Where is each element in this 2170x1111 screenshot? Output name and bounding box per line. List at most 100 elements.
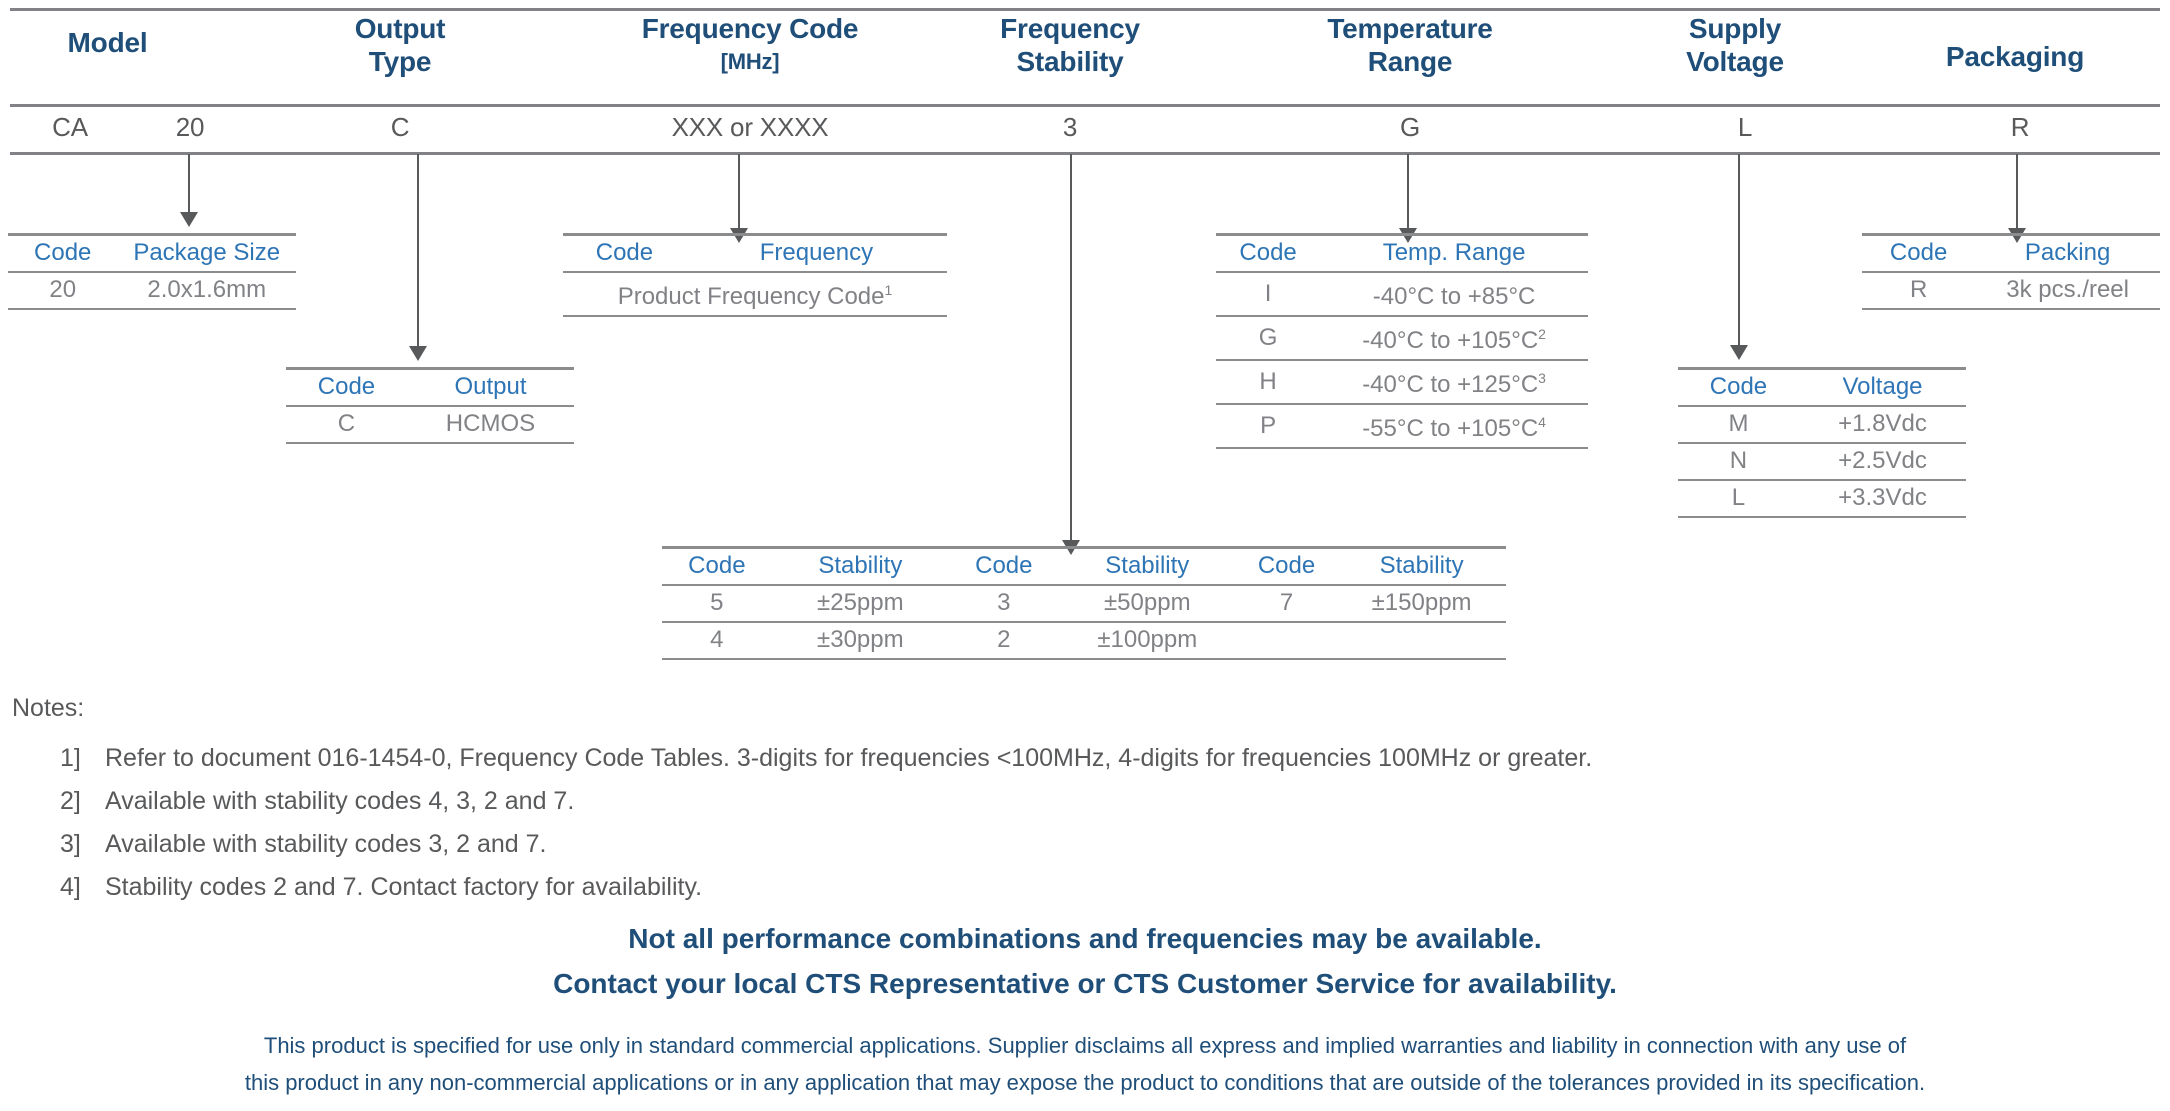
- stability-value-4: ±30ppm: [771, 622, 949, 660]
- table-header-row: Code Packing: [1862, 233, 2160, 273]
- column-heading-frequency-stability-line1: Frequency: [1000, 13, 1140, 44]
- temp-code-h: H: [1216, 360, 1321, 405]
- code-value-supply-voltage: L: [1737, 112, 1753, 142]
- header-bottom-rule: [10, 104, 2160, 107]
- table-temp-range: Code Temp. Range I -40°C to +85°C G -40°…: [1216, 233, 1588, 449]
- leader-line-packaging: [2016, 154, 2018, 234]
- column-heading-supply-voltage-line2: Voltage: [1686, 46, 1784, 77]
- table-row: 5 ±25ppm 3 ±50ppm 7 ±150ppm: [662, 585, 1506, 623]
- code-value-model-size: 20: [175, 112, 205, 142]
- stability-col-code-2: Code: [948, 546, 1059, 586]
- code-value-frequency-stability: 3: [1062, 112, 1078, 142]
- temp-code-i: I: [1216, 272, 1321, 317]
- temp-range-g-footnote: 2: [1538, 326, 1546, 342]
- output-value-hcmos: HCMOS: [406, 406, 574, 444]
- packing-col-code: Code: [1862, 233, 1976, 273]
- temp-range-h-text: -40°C to +125°C: [1362, 371, 1539, 398]
- table-output: Code Output C HCMOS: [286, 367, 574, 444]
- column-heading-supply-voltage: Supply Voltage: [1610, 12, 1860, 78]
- leader-line-temperature-range: [1407, 154, 1409, 234]
- stability-code-2: 2: [948, 622, 1059, 660]
- table-stability: Code Stability Code Stability Code Stabi…: [662, 546, 1506, 660]
- column-heading-frequency-stability-line2: Stability: [1016, 46, 1124, 77]
- column-heading-model: Model: [0, 26, 215, 59]
- table-row: I -40°C to +85°C: [1216, 272, 1588, 317]
- code-row-bottom-rule: [10, 152, 2160, 155]
- temp-range-h-footnote: 3: [1538, 370, 1546, 386]
- callout-availability-2: Contact your local CTS Representative or…: [553, 968, 1617, 999]
- voltage-col-voltage: Voltage: [1798, 367, 1966, 407]
- table-header-row: Code Voltage: [1678, 367, 1966, 407]
- frequency-col-code: Code: [563, 233, 686, 273]
- callout-availability-1: Not all performance combinations and fre…: [628, 923, 1542, 954]
- leader-line-frequency-stability: [1070, 154, 1072, 546]
- leader-line-output-type: [417, 154, 419, 352]
- table-row: P -55°C to +105°C4: [1216, 404, 1588, 449]
- voltage-code-l: L: [1678, 480, 1799, 518]
- table-header-row: Code Stability Code Stability Code Stabi…: [662, 546, 1506, 586]
- temp-code-p: P: [1216, 404, 1321, 449]
- stability-code-empty: [1235, 622, 1338, 660]
- stability-value-5: ±25ppm: [771, 585, 949, 623]
- table-row: C HCMOS: [286, 406, 574, 444]
- column-heading-frequency-code-line1: Frequency Code: [641, 13, 859, 44]
- frequency-col-frequency: Frequency: [685, 233, 947, 273]
- table-row: H -40°C to +125°C3: [1216, 360, 1588, 405]
- table-row: 20 2.0x1.6mm: [8, 272, 296, 310]
- code-value-packaging: R: [2010, 112, 2030, 142]
- stability-code-5: 5: [662, 585, 772, 623]
- temp-range-p-text: -55°C to +105°C: [1362, 415, 1539, 442]
- column-heading-packaging: Packaging: [1890, 40, 2140, 73]
- table-row: R 3k pcs./reel: [1862, 272, 2160, 310]
- temp-range-p-footnote: 4: [1538, 414, 1546, 430]
- output-code-c: C: [286, 406, 407, 444]
- table-frequency: Code Frequency Product Frequency Code1: [563, 233, 947, 317]
- table-header-row: Code Output: [286, 367, 574, 407]
- disclaimer-line-2: this product in any non-commercial appli…: [244, 1070, 1926, 1095]
- table-row: N +2.5Vdc: [1678, 443, 1966, 481]
- stability-value-3: ±50ppm: [1058, 585, 1236, 623]
- temp-code-g: G: [1216, 316, 1321, 361]
- packing-code-r: R: [1862, 272, 1976, 310]
- voltage-code-m: M: [1678, 406, 1799, 444]
- output-col-code: Code: [286, 367, 407, 407]
- leader-line-supply-voltage: [1738, 154, 1740, 351]
- voltage-value-m: +1.8Vdc: [1798, 406, 1966, 444]
- frequency-value-product-code: Product Frequency Code1: [563, 272, 947, 317]
- temp-range-i-text: -40°C to +85°C: [1372, 283, 1536, 310]
- code-value-frequency-code: XXX or XXXX: [671, 112, 829, 142]
- note-number-4: 4]: [60, 873, 81, 901]
- column-heading-supply-voltage-line1: Supply: [1688, 13, 1782, 44]
- stability-value-7: ±150ppm: [1337, 585, 1506, 623]
- table-voltage: Code Voltage M +1.8Vdc N +2.5Vdc L +3.3V…: [1678, 367, 1966, 518]
- column-heading-frequency-code-line2: [MHz]: [720, 49, 780, 74]
- table-row: M +1.8Vdc: [1678, 406, 1966, 444]
- note-text-1: Refer to document 016-1454-0, Frequency …: [105, 744, 1593, 772]
- column-heading-frequency-code: Frequency Code [MHz]: [570, 12, 930, 78]
- note-text-4: Stability codes 2 and 7. Contact factory…: [105, 873, 703, 901]
- column-heading-model-line1: Model: [67, 27, 148, 58]
- temp-range-g: -40°C to +105°C2: [1320, 316, 1588, 361]
- top-rule: [10, 8, 2160, 11]
- packing-col-packing: Packing: [1975, 233, 2160, 273]
- table-row: L +3.3Vdc: [1678, 480, 1966, 518]
- frequency-footnote-marker: 1: [884, 282, 893, 298]
- arrowhead-package-size: [180, 212, 198, 227]
- column-heading-output-type-line1: Output: [354, 13, 446, 44]
- voltage-col-code: Code: [1678, 367, 1799, 407]
- stability-value-empty: [1337, 622, 1506, 660]
- frequency-value-text: Product Frequency Code: [617, 283, 885, 310]
- package-size-col-size: Package Size: [117, 233, 296, 273]
- package-size-value-20: 2.0x1.6mm: [117, 272, 296, 310]
- notes-label: Notes:: [12, 694, 85, 722]
- stability-col-code-1: Code: [662, 546, 772, 586]
- package-size-col-code: Code: [8, 233, 118, 273]
- stability-col-code-3: Code: [1235, 546, 1338, 586]
- column-heading-output-type-line2: Type: [368, 46, 432, 77]
- note-text-3: Available with stability codes 3, 2 and …: [105, 830, 547, 858]
- column-heading-frequency-stability: Frequency Stability: [930, 12, 1210, 78]
- stability-col-stability-1: Stability: [771, 546, 949, 586]
- temp-range-h: -40°C to +125°C3: [1320, 360, 1588, 405]
- temp-range-i: -40°C to +85°C: [1320, 272, 1588, 317]
- column-heading-temperature-range: Temperature Range: [1260, 12, 1560, 78]
